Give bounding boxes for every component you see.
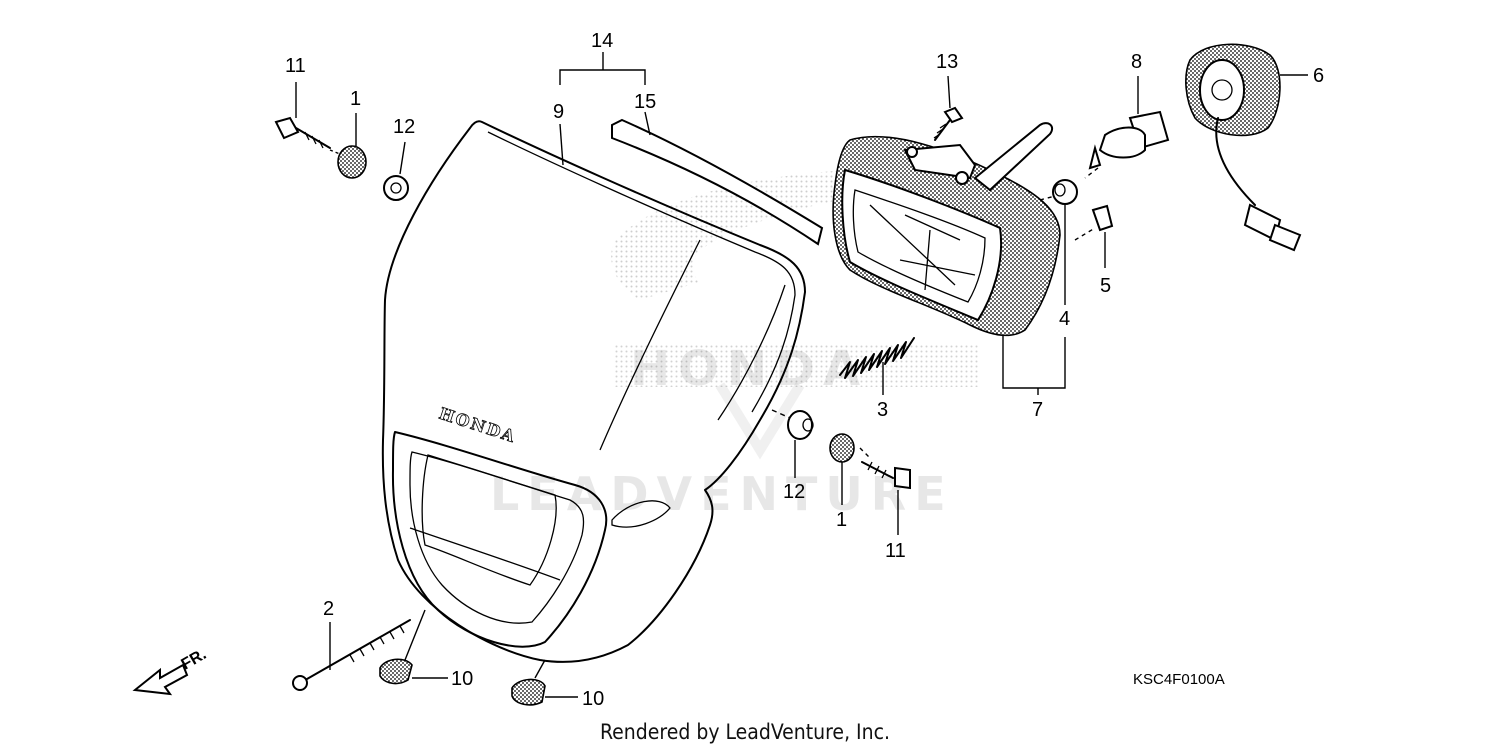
leadventure-watermark: LEADVENTURE <box>490 467 954 521</box>
visor-inner-rim <box>487 131 796 413</box>
drawing-code: KSC4F0100A <box>1133 671 1225 688</box>
part-13-screw <box>933 106 964 141</box>
callout-2: 2 <box>323 598 334 620</box>
part-12-washer-top <box>383 175 409 201</box>
leadventure-v-mark <box>715 382 805 460</box>
part-4-grommet <box>1052 179 1078 205</box>
part-12-washer-bottom <box>787 410 814 440</box>
front-direction-arrow: FR. <box>132 646 209 696</box>
callout-1-top: 1 <box>350 88 361 110</box>
part-3-spring <box>839 337 915 379</box>
callout-5: 5 <box>1100 275 1111 297</box>
visor-headlight-opening <box>421 454 557 586</box>
part-11-bolt-bottom <box>861 461 911 490</box>
callout-9: 9 <box>553 101 564 123</box>
visor-outer <box>381 120 806 663</box>
bracket-hole-right <box>955 171 969 185</box>
callout-8: 8 <box>1131 51 1142 73</box>
callout-15: 15 <box>634 91 656 113</box>
visor-lower-lip <box>409 527 561 581</box>
visor-brand-logo: HONDA <box>437 404 519 447</box>
part-6-socket <box>1185 43 1302 252</box>
callout-10-left: 10 <box>451 668 473 690</box>
callout-1-bottom: 1 <box>836 509 847 531</box>
part-5-clip-nut <box>1091 204 1114 232</box>
leader-lines <box>295 52 1308 698</box>
callout-6: 6 <box>1313 65 1324 87</box>
honda-bar-watermark <box>615 345 980 387</box>
part-10-grommet-right <box>511 678 546 706</box>
visor-lens-crease <box>599 239 701 451</box>
bracket-hole-left <box>906 146 918 158</box>
callouts: 11 1 12 14 9 15 13 8 6 5 4 7 3 12 1 11 2… <box>285 30 1324 710</box>
render-credit: Rendered by LeadVenture, Inc. <box>600 720 890 744</box>
callout-11-bottom: 11 <box>885 540 906 562</box>
part-10-grommet-left <box>379 658 413 685</box>
part-8-bulb <box>1088 110 1170 170</box>
headlight-unit <box>832 122 1061 337</box>
headlight-lens <box>841 168 1002 322</box>
headlight-strap <box>973 122 1054 192</box>
callout-7: 7 <box>1032 399 1043 421</box>
visor-side-crease <box>717 284 786 421</box>
part-1-collar-bottom <box>829 433 855 463</box>
callout-14: 14 <box>591 30 613 52</box>
callout-4: 4 <box>1059 308 1070 330</box>
honda-wing-watermark <box>611 169 935 300</box>
headlight-bracket <box>903 143 977 180</box>
watermark: HONDA LEADVENTURE <box>490 169 980 521</box>
visor-seal-strip <box>611 118 824 246</box>
part-11-bolt-top <box>274 116 331 149</box>
headlight-reflector <box>852 189 986 303</box>
callout-12-bottom: 12 <box>783 481 805 503</box>
visor-scoop <box>611 500 671 528</box>
headlight-reflector-lines <box>869 204 976 291</box>
visor-window-outer <box>391 431 608 648</box>
part-1-collar-top <box>337 145 367 179</box>
honda-wordmark-watermark: HONDA <box>630 341 868 397</box>
callout-3: 3 <box>877 399 888 421</box>
callout-12-top: 12 <box>393 116 415 138</box>
callout-11-top: 11 <box>285 55 306 77</box>
part-2-long-bolt <box>292 619 411 691</box>
callout-13: 13 <box>936 51 958 73</box>
callout-10-right: 10 <box>582 688 604 710</box>
